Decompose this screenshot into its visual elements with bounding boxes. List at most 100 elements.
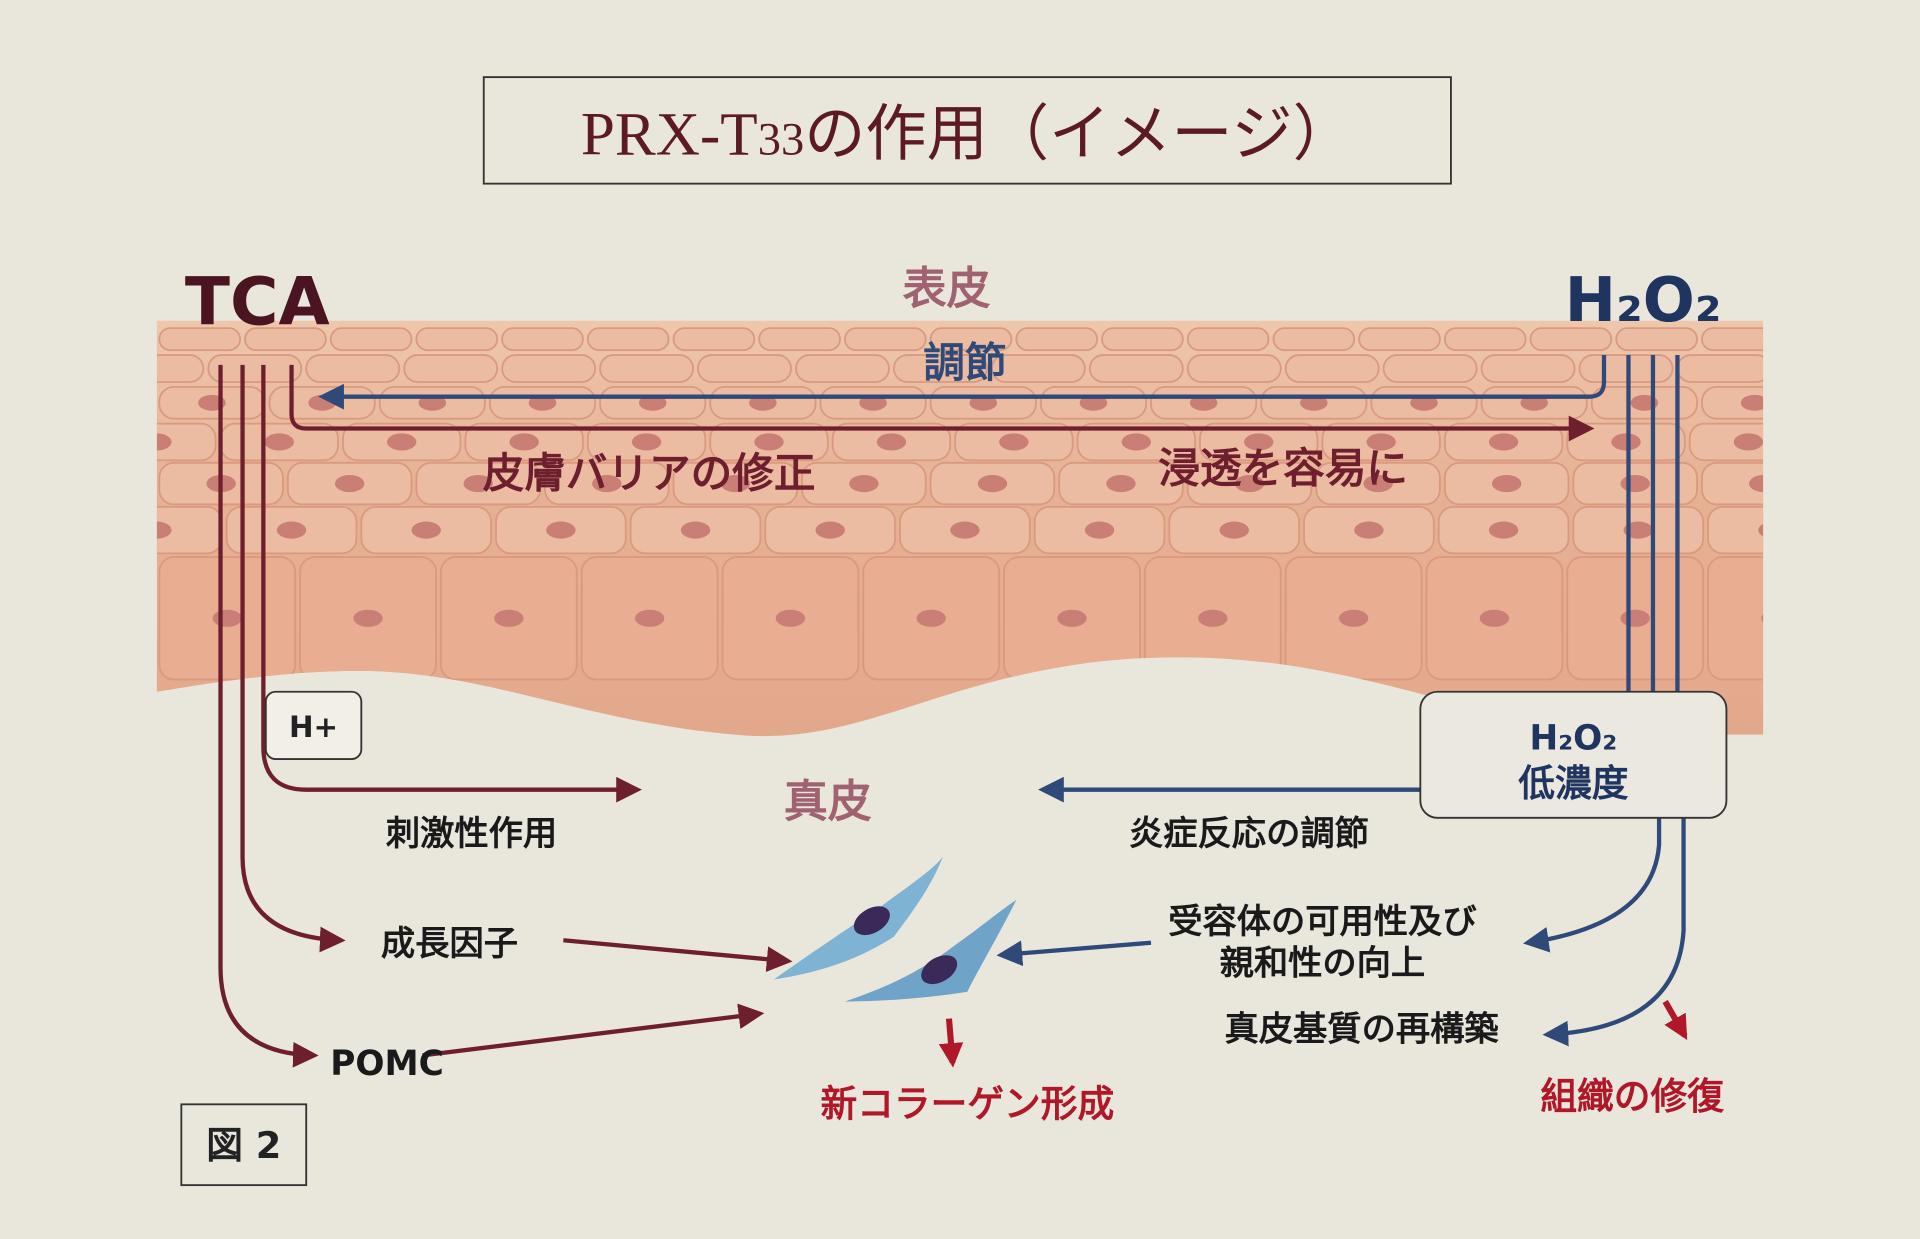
h2o2-regulation-arrow [318,355,1607,410]
cell-nucleus [1366,433,1396,451]
tca-pathways [218,364,1595,1068]
cell-nucleus [387,433,417,451]
growth-factor-label: 成長因子 [381,924,518,964]
skin-cell [1701,461,1764,506]
tissue-repair-arrow [1662,999,1688,1041]
cell-nucleus [1611,433,1641,451]
cell-nucleus [1479,609,1510,627]
cell-nucleus [156,521,172,539]
receptor-label-line1: 受容体の可用性及び [1168,902,1477,942]
skin-cell [1529,327,1613,352]
tca-growth-factor-arrow [240,364,346,953]
skin-cell [1578,354,1674,383]
cell-nucleus [1338,609,1369,627]
tca-pomc-arrow [218,364,319,1068]
fibroblast-cells-illustration [773,857,1017,1002]
cell-nucleus [977,475,1008,493]
figure-label: 図 2 [206,1124,281,1167]
receptor-label-line2: 親和性の向上 [1220,944,1426,984]
skin-cell [1186,354,1282,383]
cell-nucleus [1491,475,1522,493]
skin-cell [1443,327,1527,352]
new-collagen-label: 新コラーゲン形成 [820,1083,1114,1126]
skin-cell [415,327,499,352]
cell-nucleus [1488,433,1519,451]
cell-nucleus [411,521,441,539]
cell-nucleus [1620,475,1650,493]
growth-factor-to-fibroblast-arrow [563,938,793,972]
h2o2-label: H₂O₂ [1565,265,1722,336]
skin-cell [501,354,597,383]
skin-cell [1707,505,1764,555]
h-plus-box: H+ [264,690,363,760]
cell-nucleus [1084,521,1115,539]
h2o2-box-low-concentration: 低濃度 [1518,762,1628,805]
cell-nucleus [849,475,879,493]
cell-nucleus [1106,475,1136,493]
skin-cell [1382,354,1478,383]
cell-nucleus [999,433,1029,451]
skin-cell [672,327,756,352]
cell-nucleus [1740,394,1764,411]
skin-cell [158,327,242,352]
skin-cell [156,422,217,462]
cell-nucleus [815,521,845,539]
cell-nucleus [1121,433,1151,451]
skin-cell [1615,327,1698,352]
cell-nucleus [509,433,539,451]
cell-nucleus [1234,475,1265,493]
dermis-label: 真皮 [784,777,872,828]
tca-label: TCA [185,263,330,340]
cell-nucleus [631,433,662,451]
cell-nucleus [1198,609,1228,627]
cell-nucleus [1363,475,1393,493]
cell-nucleus [463,475,493,493]
h2o2-low-concentration-box: H₂O₂ 低濃度 [1419,690,1728,819]
cell-nucleus [1488,521,1519,539]
cell-nucleus [1354,521,1384,539]
skin-cell [1272,327,1356,352]
cell-nucleus [334,475,365,493]
skin-cell [1358,327,1441,352]
cell-nucleus [754,433,784,451]
barrier-repair-label: 皮膚バリアの修正 [483,448,816,497]
skin-cell [892,354,988,383]
matrix-rebuild-label: 真皮基質の再構築 [1225,1010,1500,1050]
cell-nucleus [353,609,383,627]
skin-cell [697,354,792,383]
cell-nucleus [1733,433,1764,451]
cell-nucleus [494,609,524,627]
skin-cell [1101,327,1184,352]
cell-nucleus [876,433,907,451]
tca-penetration-arrow [289,364,1595,442]
skin-cell [1284,354,1380,383]
skin-cell [1701,327,1764,352]
cell-nucleus [1244,433,1274,451]
tca-irritant-arrow [261,364,642,803]
skin-cell [843,327,927,352]
skin-cell [990,354,1086,383]
cell-nucleus [950,521,980,539]
cell-nucleus [156,433,172,451]
skin-cell [501,327,584,352]
skin-cell [586,327,670,352]
skin-cell [758,327,841,352]
cell-nucleus [1623,521,1653,539]
easy-penetration-label: 浸透を容易に [1158,443,1408,492]
pomc-label: POMC [330,1044,444,1084]
skin-cell [929,327,1013,352]
regulation-label: 調節 [923,338,1006,387]
skin-cell [599,354,695,383]
cell-nucleus [1749,475,1764,493]
cell-nucleus [775,609,806,627]
skin-cell [207,354,303,383]
skin-cell [1015,327,1099,352]
skin-cell [156,354,205,383]
skin-cell [329,327,413,352]
cell-nucleus [634,609,665,627]
inflammation-regulation-label: 炎症反応の調節 [1129,814,1369,854]
cell-nucleus [276,521,307,539]
receptor-to-fibroblast-arrow [996,940,1152,967]
cell-nucleus [1219,521,1249,539]
cell-nucleus [1620,609,1650,627]
